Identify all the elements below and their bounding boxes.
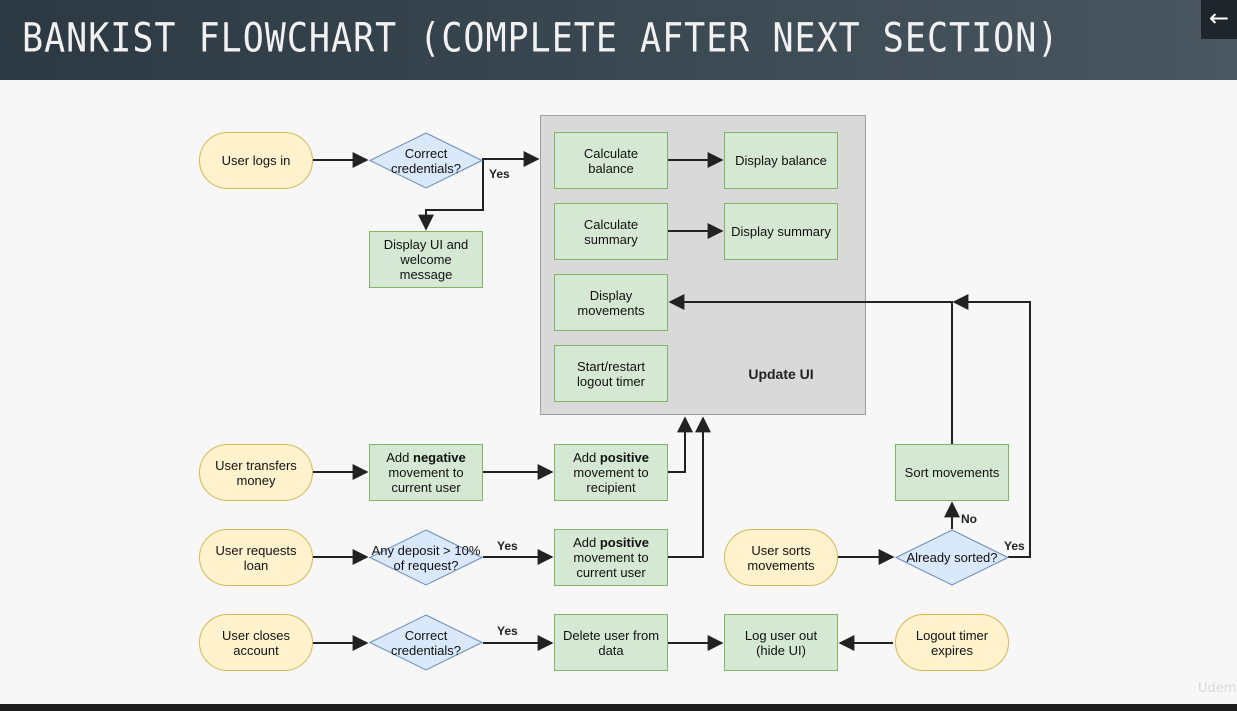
node-sort-movements: Sort movements: [895, 444, 1009, 501]
node-user-closes-account: User closes account: [199, 614, 313, 671]
edge-sort-movements-to-display: [668, 294, 953, 444]
node-sort-movements-label: Sort movements: [904, 465, 1000, 480]
node-delete-user: Delete user from data: [554, 614, 668, 671]
node-any-deposit-label: Any deposit > 10% of request?: [371, 542, 481, 573]
node-add-positive-recipient-label: Add positive movement to recipient: [573, 450, 649, 495]
node-display-movements-label: Display movements: [577, 287, 645, 318]
node-display-ui-welcome: Display UI and welcome message: [369, 231, 483, 288]
node-delete-user-label: Delete user from data: [562, 627, 660, 658]
slide-header: BANKIST FLOWCHART (COMPLETE AFTER NEXT S…: [0, 0, 1237, 80]
back-arrow-icon[interactable]: ←: [1201, 0, 1237, 39]
node-add-negative-movement: Add negative movement to current user: [369, 444, 483, 501]
node-user-logs-in-label: User logs in: [221, 153, 291, 168]
edge-label-login-yes: Yes: [489, 167, 510, 181]
node-display-summary-label: Display summary: [731, 224, 831, 239]
node-start-restart-timer-label: Start/restart logout timer: [577, 358, 645, 389]
node-calculate-summary-label: Calculate summary: [583, 216, 639, 247]
node-user-closes-account-label: User closes account: [222, 627, 290, 658]
node-display-balance-label: Display balance: [735, 153, 827, 168]
edge-label-sorted-yes: Yes: [1004, 539, 1025, 553]
edge-label-loan-yes: Yes: [497, 539, 518, 553]
node-user-sorts-movements-label: User sorts movements: [747, 542, 815, 573]
node-display-movements: Display movements: [554, 274, 668, 331]
node-user-requests-loan-label: User requests loan: [215, 542, 297, 573]
edge-positive-current-to-update-ui: [668, 416, 711, 558]
node-add-positive-current: Add positive movement to current user: [554, 529, 668, 586]
node-logout-timer-expires-label: Logout timer expires: [915, 627, 989, 658]
node-add-negative-movement-label: Add negative movement to current user: [386, 450, 466, 495]
node-calculate-summary: Calculate summary: [554, 203, 668, 260]
node-display-balance: Display balance: [724, 132, 838, 189]
node-add-positive-current-label: Add positive movement to current user: [573, 535, 649, 580]
node-correct-credentials-login-label: Correct credentials?: [390, 145, 462, 176]
node-log-user-out: Log user out (hide UI): [724, 614, 838, 671]
node-user-requests-loan: User requests loan: [199, 529, 313, 586]
node-calculate-balance: Calculate balance: [554, 132, 668, 189]
node-user-transfers-money-label: User transfers money: [215, 457, 297, 488]
node-start-restart-timer: Start/restart logout timer: [554, 345, 668, 402]
node-log-user-out-label: Log user out (hide UI): [744, 627, 818, 658]
decision-diamond: [895, 529, 1009, 586]
node-correct-credentials-close-label: Correct credentials?: [390, 627, 462, 658]
update-ui-label: Update UI: [748, 366, 814, 382]
decision-diamond: [369, 529, 483, 586]
edge-label-sorted-no: No: [961, 512, 977, 526]
edge-credentials-to-update-ui: [482, 151, 540, 167]
bottom-bar: [0, 704, 1237, 711]
edge-credentials-to-display-ui: [418, 160, 484, 231]
node-already-sorted-label: Already sorted?: [906, 550, 998, 565]
node-add-positive-recipient: Add positive movement to recipient: [554, 444, 668, 501]
node-any-deposit: Any deposit > 10% of request?: [369, 529, 483, 586]
node-already-sorted: Already sorted?: [895, 529, 1009, 586]
node-logout-timer-expires: Logout timer expires: [895, 614, 1009, 671]
node-user-sorts-movements: User sorts movements: [724, 529, 838, 586]
decision-diamond: [369, 614, 483, 671]
edge-positive-recipient-to-update-ui: [668, 416, 693, 473]
udemy-watermark: Udemy: [1198, 681, 1237, 696]
node-calculate-balance-label: Calculate balance: [583, 145, 639, 176]
node-correct-credentials-login: Correct credentials?: [369, 132, 483, 189]
node-user-transfers-money: User transfers money: [199, 444, 313, 501]
edge-label-close-yes: Yes: [497, 624, 518, 638]
edge-already-sorted-yes: [952, 294, 1031, 558]
node-display-summary: Display summary: [724, 203, 838, 260]
node-correct-credentials-close: Correct credentials?: [369, 614, 483, 671]
decision-diamond: [369, 132, 483, 189]
slide-title: BANKIST FLOWCHART (COMPLETE AFTER NEXT S…: [22, 16, 1060, 62]
node-user-logs-in: User logs in: [199, 132, 313, 189]
node-display-ui-welcome-label: Display UI and welcome message: [383, 237, 469, 282]
